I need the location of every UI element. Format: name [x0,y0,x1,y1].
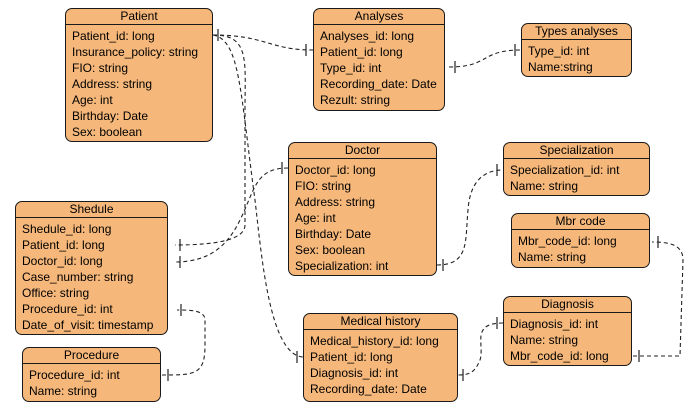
link-patient-shedule [174,34,246,246]
entity-field: Sex: boolean [295,243,366,257]
entity-field: Birthday: Date [72,109,149,123]
entity-field: FIO: string [72,61,129,75]
entity-title: Patient [66,9,212,25]
link-diagnosis-medical-history [457,322,504,376]
entity-field: Procedure_id: int [22,302,113,316]
entity-field: FIO: string [295,179,352,193]
entity-title: Procedure [23,348,160,364]
entity-field: Doctor_id: long [295,163,376,177]
entity-title: Mbr code [512,214,649,230]
entity-title: Diagnosis [504,297,631,313]
entity-field: Doctor_id: long [22,254,103,268]
entity-field: Procedure_id: int [29,368,120,382]
entity-title: Specialization [504,143,649,159]
link-analyses-types [448,49,522,68]
entity-field: Medical_history_id: long [310,334,439,348]
link-patient-analyses [212,34,314,51]
entity-field: Name: string [510,179,579,193]
entity-field: Sex: boolean [72,125,143,139]
cardinality-marks [167,29,659,381]
entity-field: Patient_id: long [22,238,105,252]
entity-field: Recording_date: Date [310,382,427,396]
link-doctor-specialization [436,169,504,266]
entity-field: Name: string [29,384,98,398]
entity-field: Case_number: string [22,270,134,284]
entity-field: Address: string [295,195,376,209]
entity-field: Name:string [528,60,593,74]
entity-field: Mbr_code_id: long [518,234,617,248]
entity-field: Analyses_id: long [320,29,415,43]
entity-field: Name: string [510,333,579,347]
entity-field: Patient_id: long [72,29,155,43]
entity-field: Recording_date: Date [320,77,437,91]
entity-field: Specialization_id: int [510,163,620,177]
entity-field: Age: int [295,211,336,225]
entity-title: Doctor [289,143,436,159]
entity-title: Analyses [314,9,444,25]
entity-field: Mbr_code_id: long [510,349,609,363]
entity-medical-history[interactable]: Medical history Medical_history_id: long… [303,313,458,402]
link-doctor-shedule [174,167,289,263]
entity-field: Diagnosis_id: int [310,366,399,380]
entity-field: Type_id: int [320,61,382,75]
entity-title: Medical history [304,314,457,330]
entity-field: Date_of_visit: timestamp [22,318,154,332]
entity-field: Name: string [518,250,587,264]
entity-field: Patient_id: long [320,45,403,59]
entity-field: Patient_id: long [310,350,393,364]
entity-field: Age: int [72,93,113,107]
entity-field: Insurance_policy: string [72,45,199,59]
link-patient-medical-history [212,34,304,358]
entity-field: Address: string [72,77,153,91]
entity-field: Office: string [22,286,90,300]
link-procedure-shedule [161,309,206,376]
entity-field: Diagnosis_id: int [510,317,599,331]
entity-field: Specialization: int [295,259,389,273]
entity-field: Shedule_id: long [22,222,112,236]
entity-field: Rezult: string [320,93,391,107]
entity-title: Types analyses [522,24,631,40]
entity-field: Birthday: Date [295,227,372,241]
entity-field: Type_id: int [528,44,590,58]
entity-title: Shedule [16,202,167,218]
